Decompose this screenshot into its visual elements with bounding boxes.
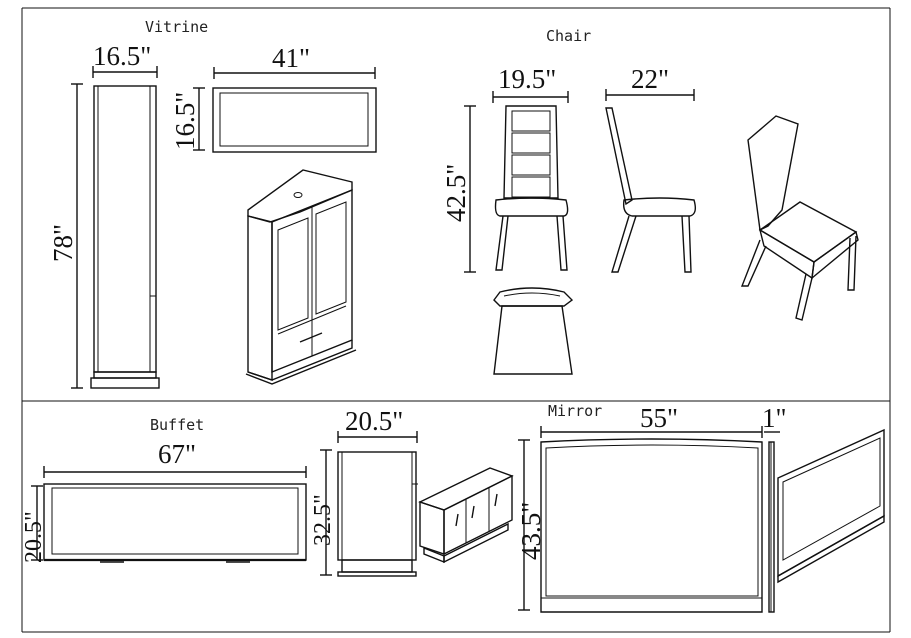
chair-perspective-view — [740, 115, 859, 321]
mirror-thickness-label: 1" — [762, 403, 787, 433]
mirror-width-label: 55" — [640, 403, 678, 433]
vitrine-width-dimension: 16.5" — [92, 41, 158, 78]
vitrine-title: Vitrine — [145, 18, 208, 36]
chair-section: Chair 19.5" 22" 42.5" — [441, 27, 859, 375]
chair-top-view — [493, 287, 574, 375]
chair-front-view — [494, 105, 569, 271]
vitrine-top-depth-dimension: 16.5" — [170, 87, 205, 151]
buffet-iso-view — [418, 467, 514, 564]
vitrine-section: Vitrine 16.5" 78" 41" — [48, 18, 377, 389]
buffet-side-view — [337, 451, 418, 577]
vitrine-side-view — [90, 85, 160, 389]
chair-side-view — [605, 107, 697, 273]
buffet-section: Buffet 67" 20.5" 20.5" — [21, 406, 514, 577]
buffet-height-label: 32.5" — [310, 494, 336, 546]
vitrine-iso-view — [245, 169, 357, 385]
mirror-title: Mirror — [548, 402, 602, 420]
vitrine-height-label: 78" — [48, 224, 78, 262]
buffet-title: Buffet — [150, 416, 204, 434]
buffet-side-depth-label: 20.5" — [345, 406, 403, 436]
buffet-height-dimension: 32.5" — [310, 449, 336, 576]
buffet-side-depth-dimension: 20.5" — [337, 406, 418, 443]
chair-depth-label: 22" — [631, 64, 669, 94]
buffet-width-dimension: 67" — [43, 439, 307, 478]
buffet-depth-dimension: 20.5" — [21, 485, 47, 563]
vitrine-top-depth-label: 16.5" — [170, 92, 200, 150]
mirror-perspective-view — [777, 428, 885, 584]
chair-height-label: 42.5" — [441, 164, 471, 222]
mirror-front-view — [540, 438, 763, 613]
vitrine-height-dimension: 78" — [48, 83, 83, 389]
vitrine-top-view — [212, 87, 377, 153]
chair-width-label: 19.5" — [498, 64, 556, 94]
chair-width-dimension: 19.5" — [492, 64, 569, 103]
buffet-width-label: 67" — [158, 439, 196, 469]
vitrine-width-label: 16.5" — [93, 41, 151, 71]
sheet-frame — [21, 7, 891, 633]
vitrine-top-width-label: 41" — [272, 43, 310, 73]
buffet-top-view — [43, 483, 307, 563]
mirror-side-view — [768, 441, 775, 613]
chair-title: Chair — [546, 27, 591, 45]
vitrine-top-width-dimension: 41" — [213, 43, 376, 79]
chair-height-dimension: 42.5" — [441, 105, 476, 273]
mirror-width-dimension: 55" — [540, 403, 763, 438]
buffet-depth-label: 20.5" — [21, 511, 47, 563]
mirror-section: Mirror 55" 1" 43.5" — [516, 402, 885, 613]
chair-depth-dimension: 22" — [605, 64, 695, 101]
mirror-thickness-dimension: 1" — [762, 403, 787, 433]
